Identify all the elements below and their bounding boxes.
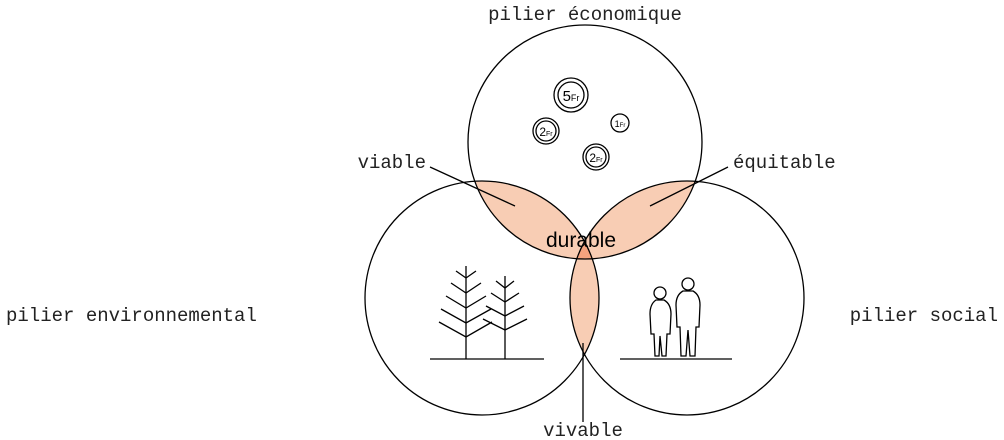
svg-text:2Fr: 2Fr bbox=[589, 151, 603, 165]
coin-value: 2 bbox=[589, 151, 596, 165]
coin-2fr-icon: 2Fr bbox=[582, 143, 610, 171]
environmental-pillar-label: pilier environnemental bbox=[6, 305, 257, 327]
leader-lines bbox=[429, 166, 729, 422]
coin-1fr-icon: 1Fr bbox=[610, 113, 630, 133]
durable-label: durable bbox=[546, 229, 616, 252]
overlap-economic-environmental bbox=[468, 181, 599, 259]
economic-pillar-circle bbox=[467, 24, 703, 260]
coin-value: 1 bbox=[615, 119, 620, 129]
social-pillar-label: pilier social bbox=[850, 305, 998, 327]
social-pillar-circle bbox=[569, 180, 805, 416]
svg-text:5Fr: 5Fr bbox=[563, 88, 580, 105]
coin-unit: Fr bbox=[620, 123, 626, 129]
coin-unit: Fr bbox=[546, 131, 553, 138]
svg-text:1Fr: 1Fr bbox=[615, 119, 626, 129]
vivable-label: vivable bbox=[543, 420, 623, 440]
people-icon bbox=[620, 277, 732, 360]
coin-unit: Fr bbox=[571, 93, 580, 103]
trees-icon bbox=[430, 266, 544, 360]
viable-leader-line bbox=[429, 166, 516, 207]
overlap-economic-social bbox=[570, 181, 702, 259]
svg-text:2Fr: 2Fr bbox=[539, 125, 553, 139]
environmental-pillar-circle bbox=[364, 180, 600, 416]
coin-value: 2 bbox=[539, 125, 546, 139]
coin-unit: Fr bbox=[596, 157, 603, 164]
coin-value: 5 bbox=[563, 88, 571, 105]
coin-2fr-icon: 2Fr bbox=[532, 117, 560, 145]
coin-5fr-icon: 5Fr bbox=[553, 77, 589, 113]
equitable-leader-line bbox=[649, 166, 729, 207]
viable-label: viable bbox=[358, 152, 426, 174]
economic-pillar-label: pilier économique bbox=[488, 4, 682, 26]
equitable-label: équitable bbox=[733, 152, 836, 174]
coins-icon: 5Fr 2Fr 1Fr 2Fr bbox=[532, 77, 630, 171]
